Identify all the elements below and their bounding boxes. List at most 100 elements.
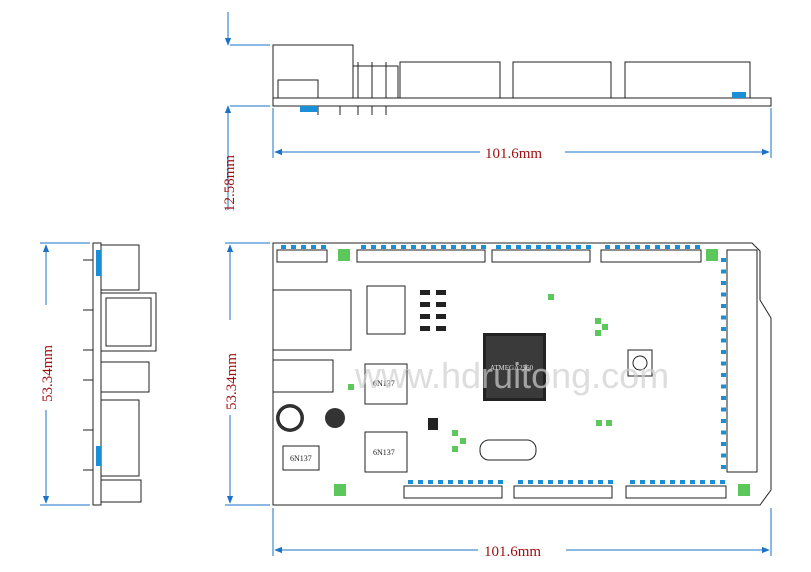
header-pad	[461, 245, 466, 249]
header-pad	[468, 480, 473, 484]
header-pad	[645, 245, 650, 249]
header-pad	[438, 480, 443, 484]
header-pad	[630, 480, 635, 484]
header-pad	[721, 281, 726, 285]
header-pad	[721, 315, 726, 320]
header-pad	[451, 245, 456, 249]
header-pad	[516, 245, 521, 249]
header-pad	[721, 430, 726, 435]
header-pad	[411, 245, 416, 249]
header-pad	[721, 304, 726, 308]
header-pad	[408, 480, 413, 484]
header-pad	[598, 480, 603, 484]
header-pad	[721, 350, 726, 354]
header-pad	[496, 245, 501, 249]
header-pad	[291, 245, 296, 249]
header-pad	[635, 245, 640, 249]
side-view: 12.58mm 101.6mm	[222, 12, 772, 212]
header-pad	[548, 480, 553, 484]
end-view: 53.34mm	[40, 242, 157, 506]
end-width-label: 53.34mm	[40, 345, 56, 402]
header-pad	[695, 245, 700, 249]
header-pad	[721, 373, 726, 377]
header-pad	[721, 384, 726, 389]
header-pad	[418, 480, 423, 484]
top-view: 6N137 6N137 6N137 ATMEGA2560	[224, 242, 772, 560]
mcu-label: ATMEGA2560	[490, 364, 534, 372]
header-pad	[650, 480, 655, 484]
header-pad	[625, 245, 630, 249]
header-pad	[721, 465, 726, 469]
header-pad	[710, 480, 715, 484]
header-pad	[721, 258, 726, 262]
top-width-label: 53.34mm	[224, 353, 240, 410]
watermark: www.hdruitong.com	[354, 355, 669, 396]
header-pad	[721, 338, 726, 343]
header-pad	[526, 245, 531, 249]
top-length-label: 101.6mm	[484, 544, 541, 560]
header-pad	[721, 442, 726, 446]
header-pad	[391, 245, 396, 249]
header-pad	[721, 407, 726, 412]
header-pad	[700, 480, 705, 484]
header-pad	[690, 480, 695, 484]
header-pad	[680, 480, 685, 484]
header-pad	[371, 245, 376, 249]
header-pad	[558, 480, 563, 484]
header-pad	[488, 480, 493, 484]
header-pad	[670, 480, 675, 484]
header-pad	[608, 480, 613, 484]
header-pad	[448, 480, 453, 484]
header-pad	[721, 419, 726, 423]
header-pad	[640, 480, 645, 484]
header-pad	[721, 396, 726, 400]
header-pad	[478, 480, 483, 484]
header-pad	[538, 480, 543, 484]
header-pad	[506, 245, 511, 249]
header-pad	[546, 245, 551, 249]
header-pad	[568, 480, 573, 484]
header-pad	[458, 480, 463, 484]
header-pad	[615, 245, 620, 249]
header-pad	[321, 245, 326, 249]
header-pad	[566, 245, 571, 249]
header-pad	[518, 480, 523, 484]
header-pad	[381, 245, 386, 249]
header-pad	[428, 480, 433, 484]
header-pad	[655, 245, 660, 249]
header-pad	[361, 245, 366, 249]
header-pad	[281, 245, 286, 249]
header-pad	[528, 480, 533, 484]
side-height-label: 12.58mm	[222, 155, 238, 212]
header-pad	[431, 245, 436, 249]
opto-2-label: 6N137	[373, 448, 395, 457]
header-pad	[721, 453, 726, 458]
header-pad	[498, 480, 503, 484]
header-pad	[556, 245, 561, 249]
header-pad	[301, 245, 306, 249]
header-pad	[536, 245, 541, 249]
header-pad	[721, 292, 726, 297]
header-pad	[311, 245, 316, 249]
opto-3-label: 6N137	[290, 454, 312, 463]
header-pad	[401, 245, 406, 249]
header-pad	[576, 245, 581, 249]
header-pad	[441, 245, 446, 249]
header-pad	[586, 245, 591, 249]
header-pad	[721, 269, 726, 274]
header-pad	[588, 480, 593, 484]
header-pad	[720, 480, 725, 484]
header-pad	[421, 245, 426, 249]
opto-1-label: 6N137	[373, 379, 395, 388]
header-pad	[481, 245, 486, 249]
side-length-label: 101.6mm	[485, 146, 542, 162]
header-pad	[665, 245, 670, 249]
header-pad	[721, 361, 726, 366]
header-pad	[660, 480, 665, 484]
header-pad	[578, 480, 583, 484]
header-pad	[471, 245, 476, 249]
header-pad	[605, 245, 610, 249]
header-pad	[685, 245, 690, 249]
header-pad	[675, 245, 680, 249]
